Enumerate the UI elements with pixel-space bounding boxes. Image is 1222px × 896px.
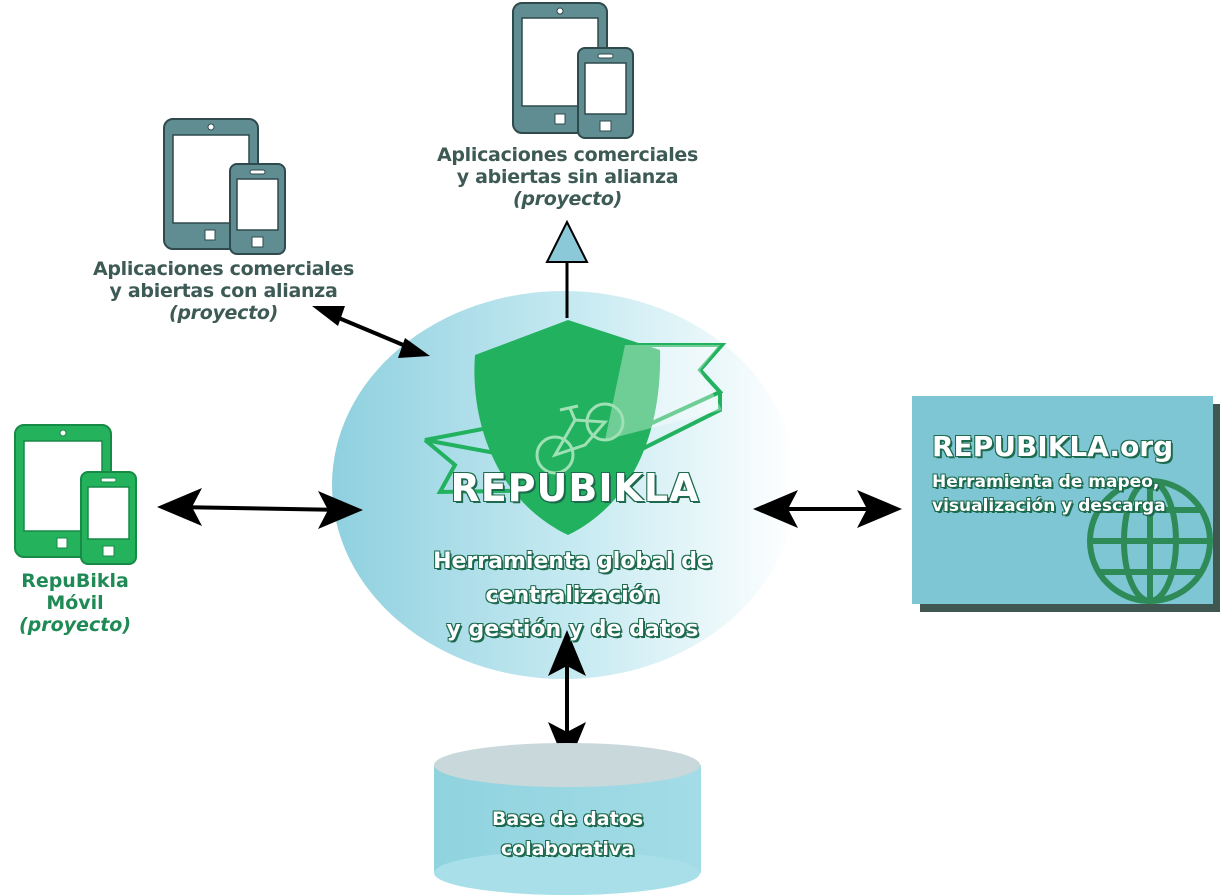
center-subtitle: Herramienta global de centralización y g…: [345, 545, 800, 647]
left-node-label: RepuBikla Móvil (proyecto): [0, 570, 150, 636]
upper-left-node-line1: Aplicaciones comerciales: [92, 258, 355, 280]
top-node-line2: y abiertas sin alianza: [456, 166, 679, 188]
left-node-line1: RepuBikla Móvil: [21, 570, 129, 614]
center-subtitle-line1: Herramienta global de centralización: [433, 549, 712, 608]
database-line1: Base de datos: [491, 808, 644, 830]
tablet-phone-icon-top: [512, 2, 634, 139]
bicycle-icon: [535, 402, 625, 475]
repubikla-shield-logo: [423, 320, 727, 535]
top-node-label: Aplicaciones comerciales y abiertas sin …: [420, 144, 715, 210]
upper-left-node-line2: y abiertas con alianza: [109, 280, 338, 302]
tablet-phone-icon-upper-left: [163, 118, 286, 255]
left-node-note: (proyecto): [18, 614, 132, 636]
arrow-to-top-node: [545, 219, 589, 318]
globe-icon: [1087, 478, 1213, 604]
right-panel-text: Herramienta de mapeo, visualización y de…: [932, 470, 1202, 518]
arrow-upper-left: [312, 306, 430, 358]
database-label: Base de datos colaborativa: [440, 804, 695, 864]
arrow-left: [157, 488, 363, 529]
tablet-phone-icon-mobile: [14, 424, 137, 565]
right-panel-line1: Herramienta de mapeo,: [932, 472, 1160, 492]
top-node-line1: Aplicaciones comerciales: [436, 144, 699, 166]
right-panel-line2: visualización y descarga: [932, 496, 1166, 516]
center-subtitle-line2: y gestión y de datos: [446, 617, 699, 642]
right-panel-title: REPUBIKLA.org: [932, 430, 1174, 463]
top-node-note: (proyecto): [512, 188, 623, 210]
database-line2: colaborativa: [500, 838, 635, 860]
arrow-right: [753, 490, 902, 528]
upper-left-node-label: Aplicaciones comerciales y abiertas con …: [76, 258, 371, 324]
database-cylinder: [434, 743, 701, 895]
center-brand: REPUBIKLA: [450, 466, 700, 510]
upper-left-node-note: (proyecto): [168, 302, 279, 324]
